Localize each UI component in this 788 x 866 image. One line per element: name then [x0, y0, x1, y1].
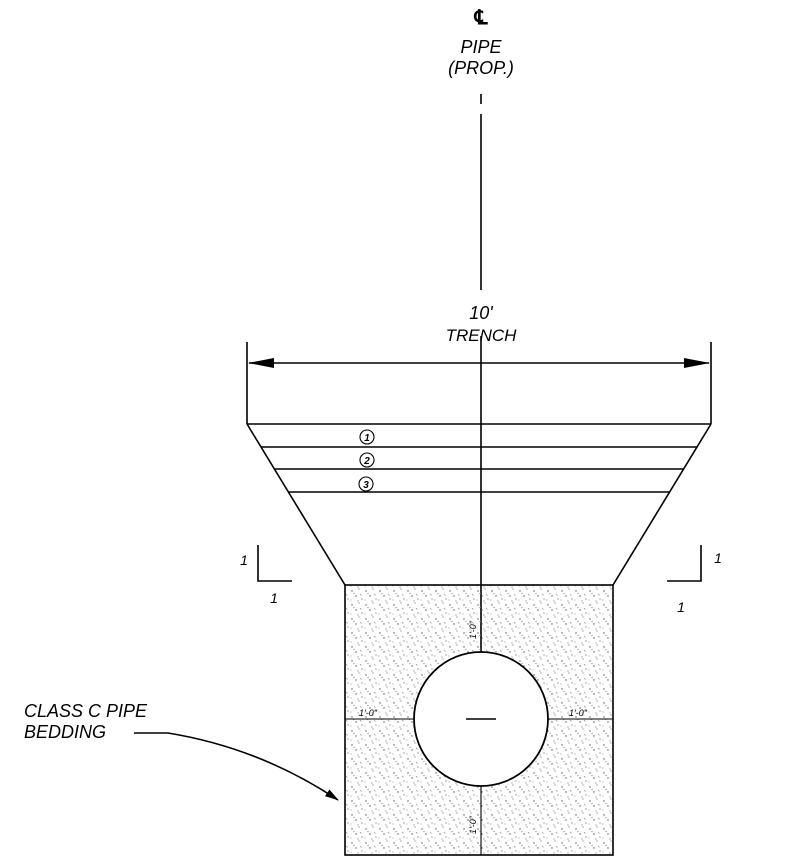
left-clearance-text: 1'-0" [359, 708, 378, 718]
right-slope-rise: 1 [714, 550, 722, 566]
bedding-leader-arrow [134, 732, 339, 801]
left-slope-run: 1 [270, 590, 278, 606]
left-slope-rise: 1 [240, 552, 248, 568]
trench-label: TRENCH [446, 326, 518, 345]
centerline-symbol: ℄ [474, 7, 489, 29]
bedding-label-line1: CLASS C PIPE [24, 701, 148, 721]
layer-marker-2: 2 [359, 452, 375, 468]
layer-marker-3: 3 [358, 476, 374, 492]
bedding-label-line2: BEDDING [24, 722, 106, 742]
centerline-label-pipe: PIPE [460, 37, 502, 57]
bottom-clearance-text: 1'-0" [468, 815, 478, 834]
svg-text:2: 2 [363, 456, 370, 467]
centerline-label-prop: (PROP.) [448, 58, 514, 78]
left-slope-indicator: 1 1 [240, 545, 292, 606]
right-slope-wall [612, 423, 712, 586]
right-slope-indicator: 1 1 [667, 545, 722, 615]
svg-text:3: 3 [363, 480, 369, 491]
left-slope-wall [246, 423, 346, 586]
layer-marker-1: 1 [359, 429, 375, 445]
svg-text:1: 1 [364, 433, 370, 444]
trench-width-text: 10' [469, 303, 493, 323]
right-clearance-text: 1'-0" [569, 708, 588, 718]
right-slope-run: 1 [677, 599, 685, 615]
top-clearance-text: 1'-0" [468, 620, 478, 639]
